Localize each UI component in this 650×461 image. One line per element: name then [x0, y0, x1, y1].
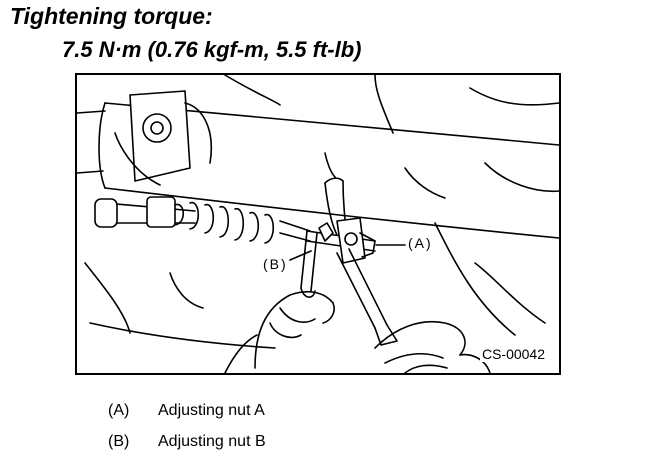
adjustment-illustration: (B) (A) CS-00042 — [75, 73, 561, 375]
legend-label-b: Adjusting nut B — [158, 432, 266, 450]
illustration-drawing — [75, 73, 561, 375]
legend-label-a: Adjusting nut A — [158, 401, 265, 419]
legend-item-a: (A) Adjusting nut A — [108, 395, 266, 426]
figure-code: CS-00042 — [479, 346, 547, 362]
torque-value: 7.5 N·m (0.76 kgf-m, 5.5 ft-lb) — [62, 37, 362, 62]
legend-key-a: (A) — [108, 401, 130, 419]
callout-b: (B) — [263, 256, 288, 272]
torque-heading: Tightening torque: — [10, 3, 213, 29]
legend: (A) Adjusting nut A (B) Adjusting nut B — [108, 395, 266, 457]
legend-item-b: (B) Adjusting nut B — [108, 426, 266, 457]
legend-key-b: (B) — [108, 432, 130, 450]
callout-a: (A) — [408, 235, 433, 251]
